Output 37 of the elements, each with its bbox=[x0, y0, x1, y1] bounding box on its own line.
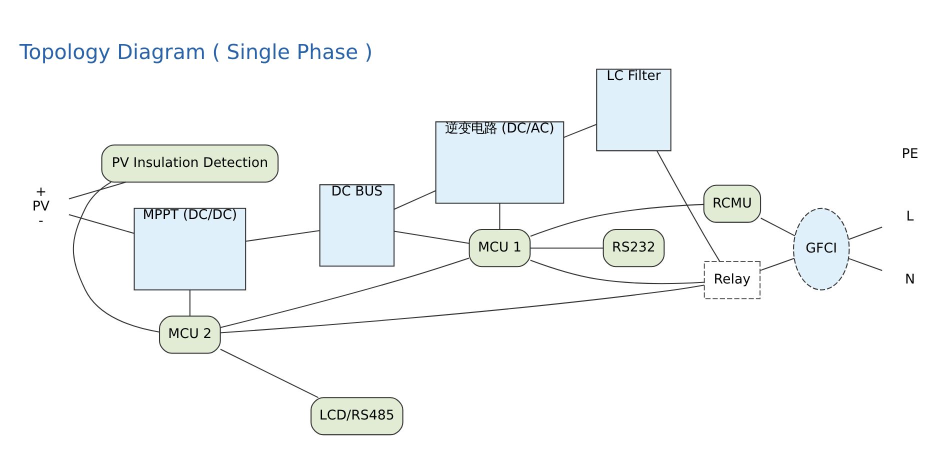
connector bbox=[530, 203, 704, 236]
connector bbox=[760, 257, 794, 270]
connector bbox=[220, 257, 469, 328]
connector bbox=[68, 181, 126, 199]
node-text: L bbox=[906, 209, 914, 224]
node-box: MCU 2 bbox=[158, 315, 220, 354]
node-box: DC BUS bbox=[318, 184, 394, 266]
label: PE bbox=[901, 146, 918, 162]
node-box: LC Filter bbox=[596, 68, 671, 151]
node-text: N bbox=[904, 272, 915, 288]
diagram-title: Topology Diagram ( Single Phase ) bbox=[19, 39, 372, 64]
connector bbox=[656, 150, 720, 261]
connector bbox=[394, 190, 436, 210]
connector bbox=[530, 259, 704, 284]
connector bbox=[530, 247, 603, 248]
node-ellipse: GFCI bbox=[792, 207, 850, 290]
node-box: LCD/RS485 bbox=[310, 396, 403, 435]
node-box: MCU 1 bbox=[468, 228, 530, 267]
connector bbox=[394, 230, 469, 244]
connector bbox=[220, 284, 704, 333]
node-box: Relay bbox=[703, 260, 760, 299]
connector bbox=[760, 217, 795, 236]
node-box: 逆变电路 (DC/AC) bbox=[434, 120, 564, 204]
connector bbox=[245, 230, 319, 242]
connector bbox=[848, 258, 882, 270]
connector bbox=[562, 123, 596, 138]
node-box: RCMU bbox=[702, 184, 761, 222]
connector bbox=[68, 214, 134, 234]
connector bbox=[72, 181, 159, 332]
connector bbox=[498, 202, 500, 229]
node-box: MPPT (DC/DC) bbox=[133, 207, 246, 290]
node-box: RS232 bbox=[602, 228, 664, 267]
node-text: + PV - bbox=[32, 184, 50, 228]
connector bbox=[188, 289, 190, 316]
connector bbox=[220, 348, 318, 398]
node-box: PV Insulation Detection bbox=[100, 144, 278, 182]
connector bbox=[848, 226, 882, 240]
